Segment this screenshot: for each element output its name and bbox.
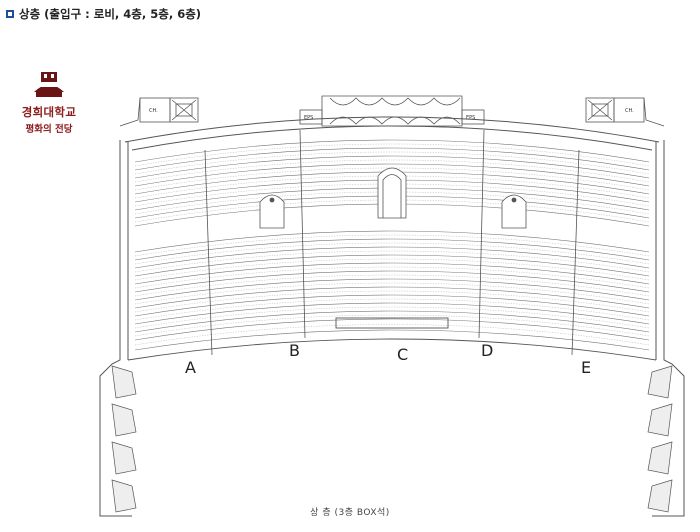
- side-boxes-right: [647, 365, 673, 513]
- lower-seating-block: [134, 230, 650, 351]
- side-boxes-left: [111, 365, 137, 513]
- top-labels: CH. CH. EPS EPS: [149, 108, 634, 121]
- bullet-square-icon: [6, 10, 14, 18]
- page-header: 상층 (출입구 : 로비, 4층, 5층, 6층): [6, 6, 201, 22]
- eps-label-right: EPS: [466, 115, 475, 121]
- eps-label-left: EPS: [304, 115, 313, 121]
- lower-seat-ticks: [134, 234, 650, 346]
- right-entrance: [501, 194, 527, 229]
- aisles: [204, 129, 580, 356]
- central-entrance: [377, 167, 407, 219]
- section-label-e: E: [581, 358, 591, 377]
- section-label-d: D: [481, 341, 493, 360]
- university-name: 경희대학교: [21, 105, 77, 119]
- section-labels: A B C D E: [185, 341, 591, 377]
- hall-name: 평화의 전당: [25, 124, 73, 135]
- university-logo: 경희대학교 평화의 전당: [8, 70, 90, 135]
- ch-label-left: CH.: [149, 108, 158, 114]
- floor-caption: 상 층 (3층 BOX석): [310, 508, 390, 518]
- section-label-a: A: [185, 358, 196, 377]
- section-label-b: B: [289, 341, 300, 360]
- balcony-railing: [127, 317, 657, 361]
- emblem-icon: [34, 72, 64, 97]
- section-label-c: C: [397, 345, 408, 364]
- left-entrance: [259, 194, 285, 229]
- auditorium-walls: [99, 116, 685, 517]
- ch-label-right: CH.: [625, 108, 634, 114]
- top-structure: [119, 95, 665, 127]
- page-title: 상층 (출입구 : 로비, 4층, 5층, 6층): [19, 7, 202, 21]
